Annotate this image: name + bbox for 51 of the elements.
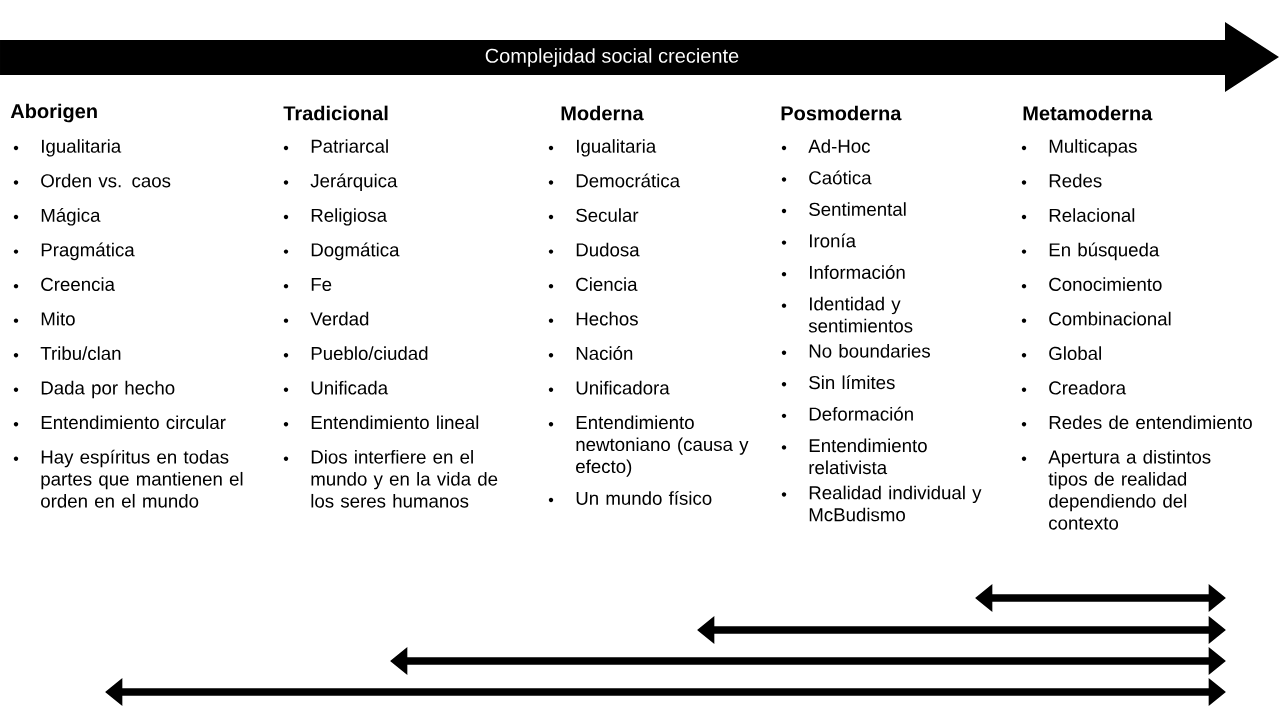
list-item: Verdad <box>310 311 369 326</box>
list-item: Pueblo/ciudad <box>311 346 428 361</box>
list-item: Combinacional <box>1049 311 1171 326</box>
list-item: Jerárquica <box>310 173 398 192</box>
list-item: Sin límites <box>809 375 895 390</box>
list-item: Secular <box>576 208 639 222</box>
list-item: Mágica <box>41 207 101 226</box>
list-item: Entendimiento circular <box>41 415 226 430</box>
list-item: Hay espíritus en todas partes que mantienen el orden en el mundo <box>41 449 243 508</box>
list-item: Igualitaria <box>42 139 122 157</box>
list-item: Mito <box>41 311 75 326</box>
list-item: Conocimiento <box>1049 277 1162 291</box>
list-item: Multicapas <box>1049 139 1137 157</box>
list-item: Entendimiento relativista <box>809 438 927 475</box>
list-item: Dada por hecho <box>41 380 175 399</box>
list-item: Pragmática <box>41 242 135 261</box>
list-item: Dogmática <box>311 242 400 261</box>
list-item: Democrática <box>576 173 681 188</box>
list-item: Patriarcal <box>311 139 388 153</box>
list-item: Sentimental <box>809 202 906 216</box>
list-item: Dudosa <box>576 242 640 257</box>
list-item: Información <box>810 265 905 279</box>
list-item: Ciencia <box>576 277 638 291</box>
list-item: Deformación <box>809 406 913 421</box>
list-item: Un mundo físico <box>576 490 712 505</box>
list-item: No boundaries <box>809 343 930 358</box>
list-item: Realidad individual y McBudismo <box>809 485 982 522</box>
list-item: Redes de entendimiento <box>1049 415 1252 430</box>
list-item: Orden vs. caos <box>41 173 171 188</box>
list-item: Creadora <box>1049 380 1127 395</box>
list-item: Ironía <box>810 233 856 248</box>
list-item: Apertura a distintos tipos de realidad dependiendo del contexto <box>1048 449 1211 530</box>
list-item: Unificadora <box>576 380 670 395</box>
list-item: Religiosa <box>311 208 388 226</box>
list-item: Igualitaria <box>577 139 657 157</box>
list-item: Redes <box>1049 173 1102 188</box>
list-item: Entendimiento newtoniano (causa y efecto) <box>576 415 749 477</box>
list-item: Ad-Hoc <box>808 139 870 153</box>
list-item: Relacional <box>1049 208 1135 222</box>
list-item: Global <box>1049 346 1101 361</box>
list-item: Fe <box>311 277 332 291</box>
list-item: Tribu/clan <box>40 346 121 361</box>
list-item: Dios interfiere en el mundo y en la vida de los seres humanos <box>311 449 498 508</box>
list-item: Nación <box>576 346 633 361</box>
list-item: Entendimiento lineal <box>311 415 479 430</box>
list-item: Identidad y sentimientos <box>808 296 913 333</box>
list-item: Unificada <box>311 380 389 395</box>
list-item: Hechos <box>576 311 638 326</box>
list-item: Creencia <box>41 277 115 291</box>
list-item: En búsqueda <box>1049 242 1160 261</box>
list-item: Caótica <box>809 170 872 185</box>
